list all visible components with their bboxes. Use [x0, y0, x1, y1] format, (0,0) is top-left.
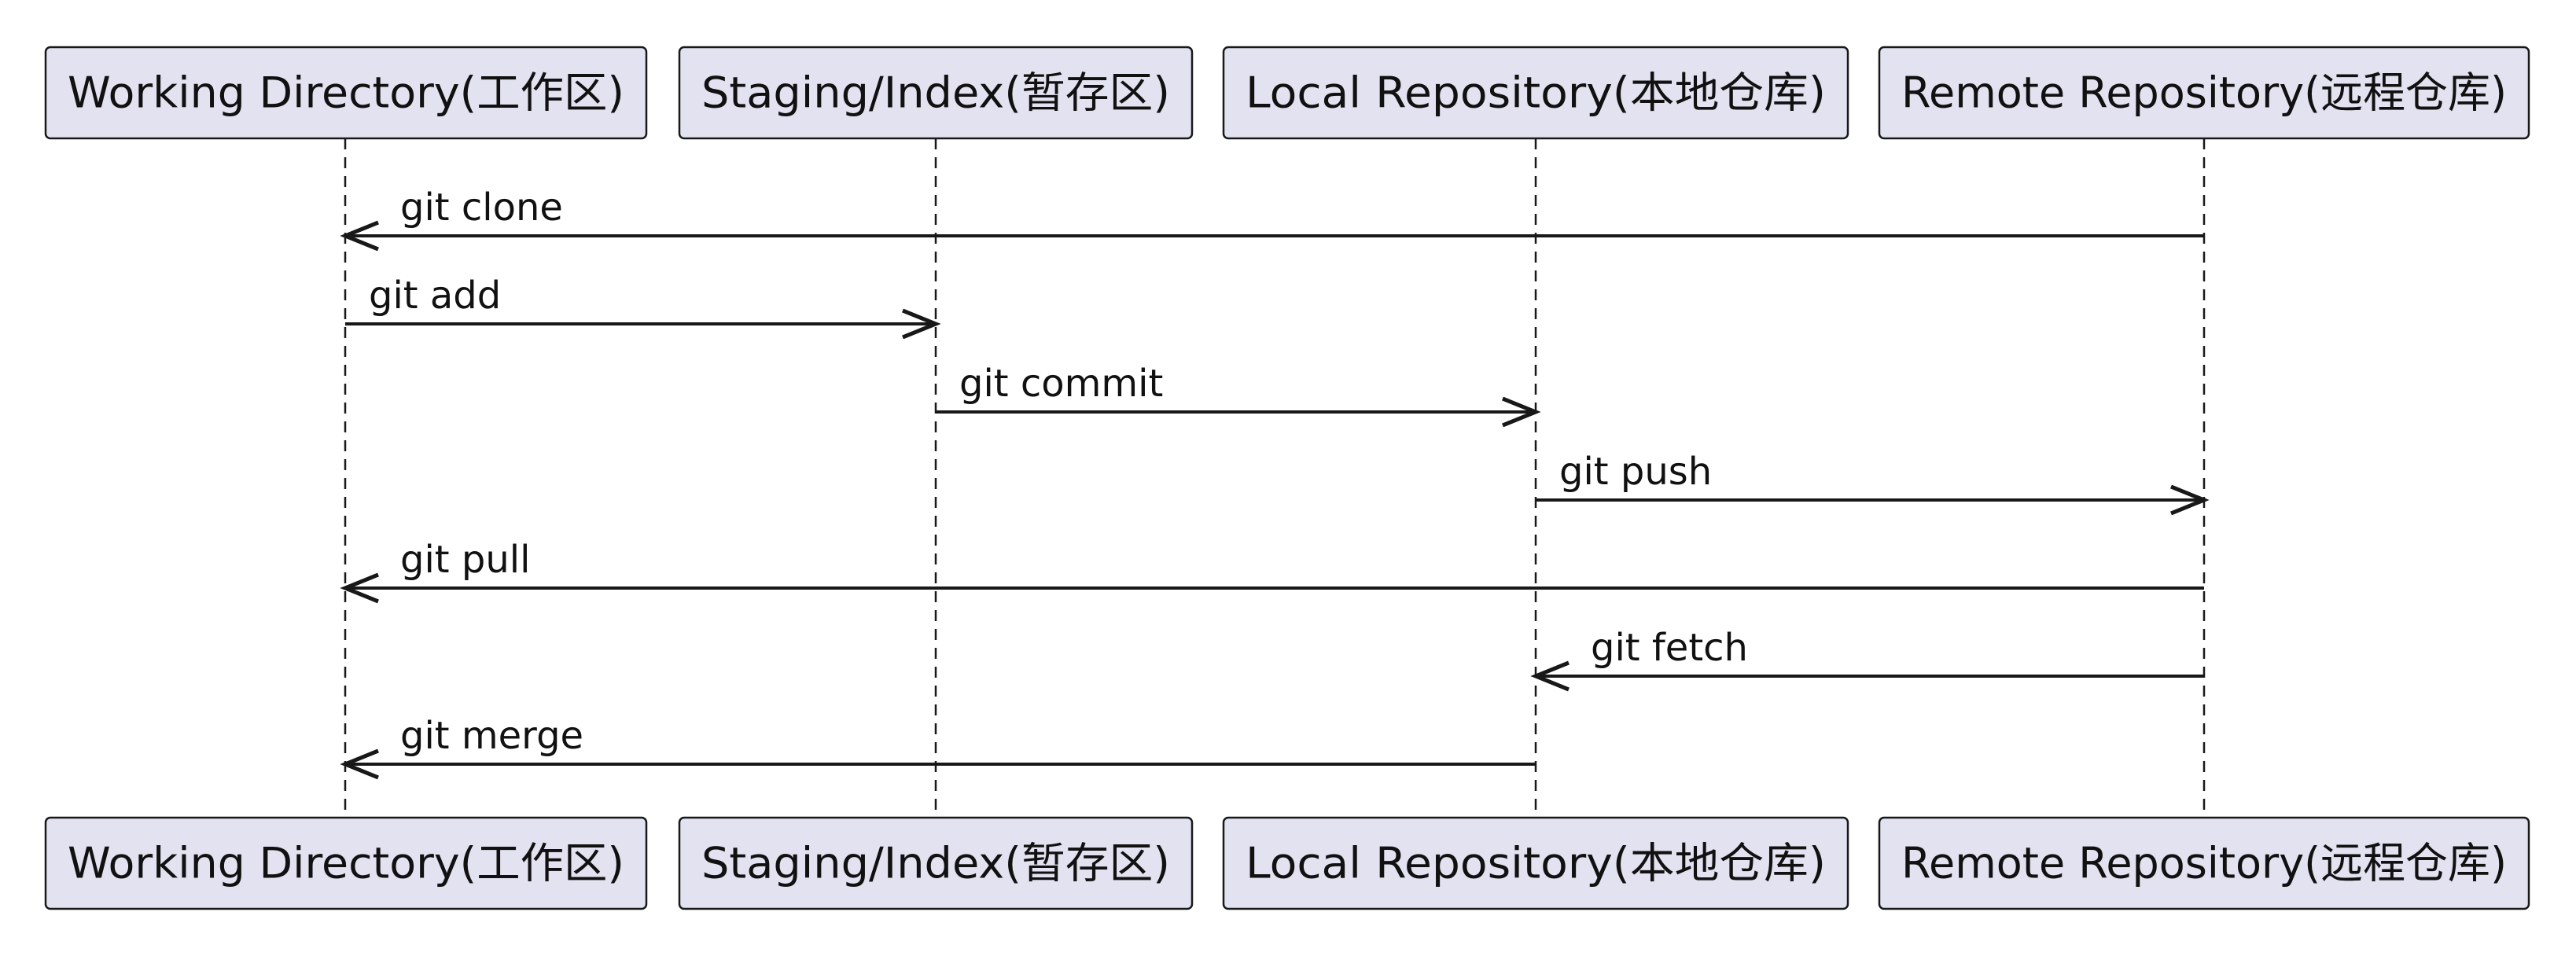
message-label: git push	[1559, 450, 1712, 494]
message-label: git fetch	[1591, 626, 1748, 670]
arrowhead-icon	[340, 748, 379, 780]
participant-label: Staging/Index(暂存区)	[701, 68, 1170, 118]
participant-idx-top: Staging/Index(暂存区)	[678, 46, 1194, 140]
participant-local-top: Local Repository(本地仓库)	[1222, 46, 1849, 140]
message-label: git add	[369, 274, 501, 318]
participant-local-bottom: Local Repository(本地仓库)	[1222, 816, 1849, 910]
participant-box-shape	[678, 46, 1194, 140]
participant-box-shape	[44, 816, 648, 910]
participant-label: Remote Repository(远程仓库)	[1901, 68, 2507, 118]
participant-box-shape	[1222, 46, 1849, 140]
participant-box-shape	[44, 46, 648, 140]
participant-label: Staging/Index(暂存区)	[701, 839, 1170, 888]
arrowhead-icon	[902, 308, 941, 340]
participant-remote-bottom: Remote Repository(远程仓库)	[1878, 816, 2530, 910]
participant-box-shape	[1222, 816, 1849, 910]
message-label: git commit	[959, 362, 1163, 406]
arrowhead-icon	[1530, 660, 1570, 692]
message-label: git pull	[400, 538, 530, 582]
message-git-merge: git merge	[340, 714, 1536, 780]
message-git-add: git add	[345, 274, 941, 340]
participant-remote-top: Remote Repository(远程仓库)	[1878, 46, 2530, 140]
arrowhead-icon	[1502, 396, 1541, 428]
arrowhead-icon	[2170, 484, 2210, 516]
participant-box-shape	[1878, 46, 2530, 140]
message-label: git merge	[400, 714, 583, 758]
message-git-commit: git commit	[936, 362, 1541, 428]
participant-row-top: Working Directory(工作区) Staging/Index(暂存区)…	[44, 46, 2530, 140]
participant-label: Working Directory(工作区)	[68, 68, 624, 118]
participant-label: Working Directory(工作区)	[68, 839, 624, 888]
participant-wd-top: Working Directory(工作区)	[44, 46, 648, 140]
message-git-fetch: git fetch	[1530, 626, 2204, 692]
participant-idx-bottom: Staging/Index(暂存区)	[678, 816, 1194, 910]
message-git-pull: git pull	[340, 538, 2204, 604]
lifelines	[344, 138, 2206, 818]
arrowhead-icon	[340, 572, 379, 604]
participant-box-shape	[678, 816, 1194, 910]
participant-label: Remote Repository(远程仓库)	[1901, 839, 2507, 888]
arrowhead-icon	[340, 220, 379, 252]
message-git-push: git push	[1536, 450, 2210, 516]
participant-label: Local Repository(本地仓库)	[1246, 839, 1826, 888]
messages: git clone git add git commit git push git pu…	[340, 186, 2210, 780]
participant-label: Local Repository(本地仓库)	[1246, 68, 1826, 118]
message-git-clone: git clone	[340, 186, 2204, 252]
message-label: git clone	[400, 186, 563, 230]
participant-row-bottom: Working Directory(工作区) Staging/Index(暂存区)…	[44, 816, 2530, 910]
participant-box-shape	[1878, 816, 2530, 910]
participant-wd-bottom: Working Directory(工作区)	[44, 816, 648, 910]
